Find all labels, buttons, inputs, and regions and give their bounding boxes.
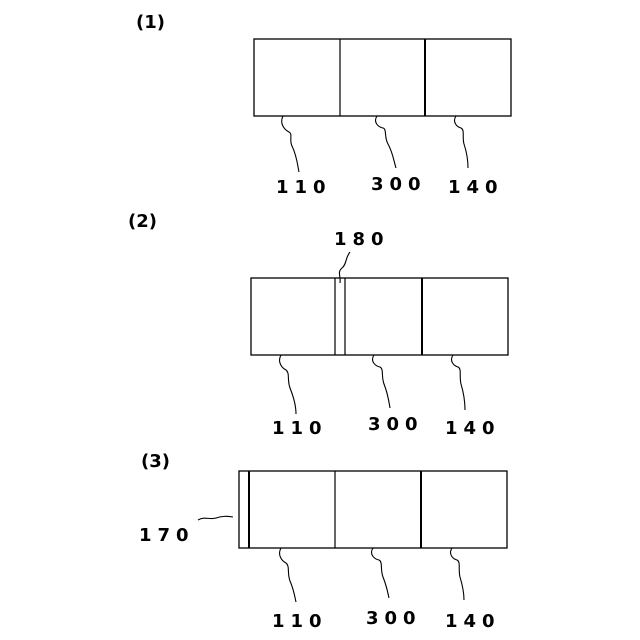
panel-2-ref-110: 110	[272, 418, 328, 439]
panel-3-leader-140	[451, 548, 464, 600]
panel-3-assembly	[239, 471, 507, 548]
panel-3-leader-170	[198, 516, 233, 520]
panel-2-leader-110	[280, 355, 296, 414]
panel-2-ref-140: 140	[445, 418, 501, 439]
panel-2-leader-300	[373, 355, 390, 408]
panel-3: (3) 170 110 300 140	[139, 451, 507, 632]
panel-2-label: (2)	[128, 211, 157, 232]
panel-3-ref-140: 140	[445, 611, 501, 632]
panel-2-assembly	[251, 278, 508, 355]
panel-1-ref-300: 300	[371, 174, 427, 195]
panel-3-ref-110: 110	[272, 611, 328, 632]
panel-1: (1) 110 300 140	[136, 12, 511, 198]
panel-3-ref-170: 170	[139, 525, 195, 546]
panel-3-ref-300: 300	[366, 608, 422, 629]
panel-2-ref-300: 300	[368, 414, 424, 435]
panel-1-assembly	[254, 39, 511, 116]
panel-1-ref-140: 140	[448, 177, 504, 198]
panel-2-leader-140	[452, 355, 465, 410]
panel-1-leader-110	[282, 116, 299, 172]
panel-2: (2) 180 110 300 140	[128, 211, 508, 439]
panel-1-ref-110: 110	[276, 177, 332, 198]
panel-3-leader-110	[280, 548, 296, 602]
panel-1-leader-300	[376, 116, 396, 168]
panel-1-leader-140	[455, 116, 468, 168]
panel-3-label: (3)	[141, 451, 170, 472]
panel-2-ref-180: 180	[334, 229, 390, 250]
panel-3-leader-300	[372, 548, 389, 598]
panel-1-label: (1)	[136, 12, 165, 33]
